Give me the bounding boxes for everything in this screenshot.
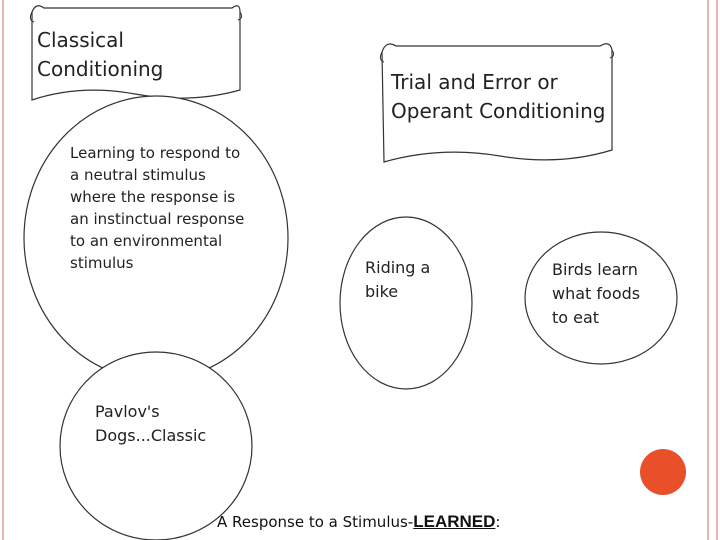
right-border-stripe-outer [716, 0, 718, 540]
birds-circle [524, 231, 678, 365]
birds-text: Birds learn what foods to eat [552, 260, 641, 327]
accent-dot [640, 449, 686, 495]
pavlov-text: Pavlov's Dogs...Classic [95, 402, 207, 445]
diagram-caption: A Response to a Stimulus-LEARNED: [217, 512, 500, 532]
classical-definition-text: Learning to respond to a neutral stimulu… [70, 144, 245, 272]
operant-scroll-curl [379, 49, 615, 63]
classical-scroll-label: Classical Conditioning [37, 28, 164, 81]
caption-prefix: A Response to a Stimulus- [217, 513, 414, 531]
pavlov-circle [59, 351, 253, 540]
caption-emphasis: LEARNED [413, 512, 496, 531]
riding-bike-circle [339, 216, 473, 390]
classical-scroll-shape [31, 5, 241, 101]
caption-suffix: : [495, 513, 501, 531]
riding-bike-text: Riding a bike [365, 258, 431, 301]
right-border-stripe-inner [707, 0, 709, 540]
left-border-stripe [2, 0, 4, 540]
classical-scroll-curl [29, 11, 243, 23]
operant-scroll-shape [381, 43, 613, 163]
operant-scroll-label: Trial and Error or Operant Conditioning [391, 70, 606, 123]
